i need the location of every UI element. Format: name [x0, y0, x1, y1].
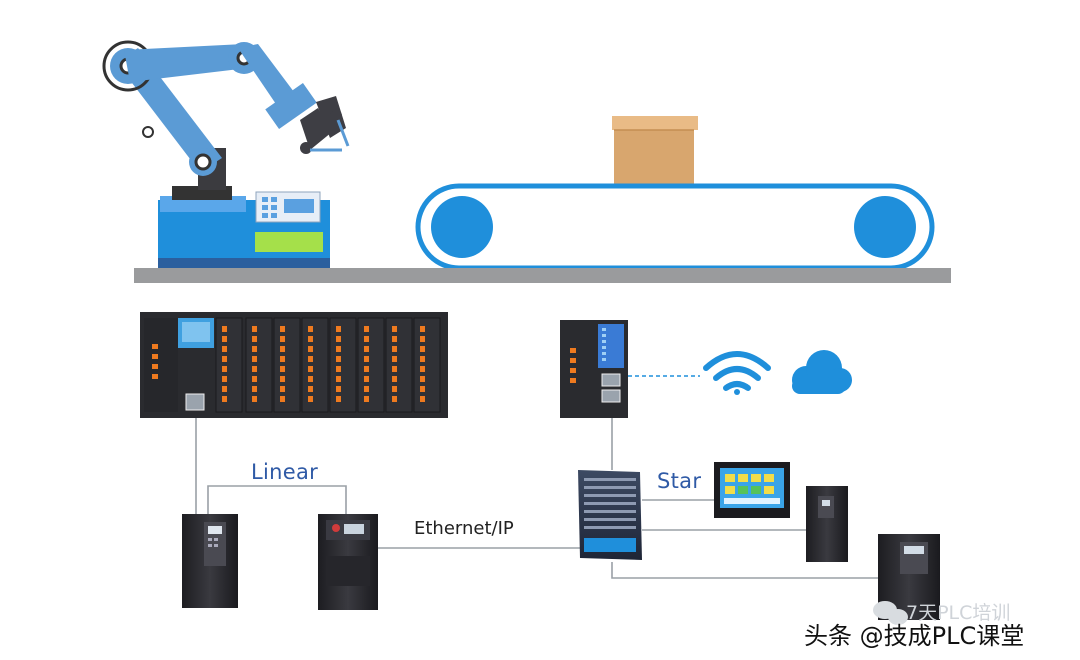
io-terminal — [392, 386, 397, 392]
watermark-faint: 7天PLC培训 — [906, 602, 1011, 624]
cardboard-box-icon — [612, 116, 698, 184]
io-terminal — [420, 326, 425, 332]
io-module — [301, 317, 329, 413]
conveyor-icon — [415, 183, 935, 271]
io-terminal — [392, 326, 397, 332]
wifi-icon — [703, 351, 771, 395]
io-terminal — [336, 366, 341, 372]
io-terminal — [364, 346, 369, 352]
floor-bar — [134, 268, 951, 283]
io-terminal — [222, 396, 227, 402]
star-topology-label: Star — [657, 469, 702, 493]
io-module — [245, 317, 273, 413]
io-terminal — [280, 326, 285, 332]
ethernet-ip-label: Ethernet/IP — [414, 518, 514, 539]
io-terminal — [336, 396, 341, 402]
io-terminal — [336, 346, 341, 352]
hmi-panel-icon — [714, 462, 790, 518]
io-terminal — [308, 386, 313, 392]
io-terminal — [364, 366, 369, 372]
io-terminal — [308, 366, 313, 372]
robot-arm-icon — [102, 40, 350, 270]
io-terminal — [252, 396, 257, 402]
plc-controller-icon — [560, 320, 628, 418]
io-terminal — [222, 356, 227, 362]
io-module — [385, 317, 413, 413]
io-terminal — [364, 376, 369, 382]
io-terminal — [392, 346, 397, 352]
io-terminal — [280, 336, 285, 342]
io-terminal — [222, 326, 227, 332]
io-terminal — [420, 356, 425, 362]
io-module — [273, 317, 301, 413]
io-terminal — [252, 326, 257, 332]
io-terminal — [280, 366, 285, 372]
io-terminal — [336, 356, 341, 362]
io-terminal — [420, 376, 425, 382]
io-terminal — [308, 346, 313, 352]
io-terminal — [364, 356, 369, 362]
io-terminal — [252, 346, 257, 352]
io-terminal — [252, 386, 257, 392]
io-module — [329, 317, 357, 413]
io-terminal — [252, 366, 257, 372]
io-terminal — [420, 396, 425, 402]
cloud-icon — [792, 350, 852, 394]
io-terminal — [336, 386, 341, 392]
io-terminal — [308, 356, 313, 362]
drive-icon — [806, 486, 848, 562]
io-terminal — [308, 336, 313, 342]
drive-icon — [182, 514, 238, 608]
io-terminal — [280, 386, 285, 392]
io-terminal — [280, 376, 285, 382]
io-terminal — [222, 346, 227, 352]
io-terminal — [308, 376, 313, 382]
io-terminal — [392, 356, 397, 362]
linear-topology-label: Linear — [251, 460, 319, 484]
network-switch-icon — [578, 470, 642, 560]
io-terminal — [364, 396, 369, 402]
io-terminal — [392, 376, 397, 382]
io-terminal — [252, 376, 257, 382]
io-terminal — [222, 336, 227, 342]
io-terminal — [364, 386, 369, 392]
io-terminal — [420, 366, 425, 372]
io-terminal — [222, 386, 227, 392]
drive-icon — [318, 514, 378, 610]
io-terminal — [252, 336, 257, 342]
io-terminal — [252, 356, 257, 362]
io-module — [215, 317, 243, 413]
io-terminal — [222, 366, 227, 372]
watermark-text: 头条 @技成PLC课堂 — [804, 622, 1025, 650]
io-terminal — [420, 336, 425, 342]
io-module — [357, 317, 385, 413]
io-terminal — [280, 356, 285, 362]
io-terminal — [364, 336, 369, 342]
io-terminal — [308, 326, 313, 332]
io-terminal — [336, 336, 341, 342]
io-terminal — [392, 336, 397, 342]
io-terminal — [336, 376, 341, 382]
network-lines — [195, 414, 880, 579]
io-module — [413, 317, 441, 413]
io-terminal — [336, 326, 341, 332]
io-terminal — [392, 366, 397, 372]
plc-rack-icon — [140, 312, 448, 418]
io-terminal — [392, 396, 397, 402]
io-terminal — [420, 346, 425, 352]
io-terminal — [420, 386, 425, 392]
io-terminal — [280, 396, 285, 402]
io-terminal — [308, 396, 313, 402]
io-terminal — [280, 346, 285, 352]
io-terminal — [364, 326, 369, 332]
wechat-logo-icon — [873, 601, 908, 625]
io-terminal — [222, 376, 227, 382]
